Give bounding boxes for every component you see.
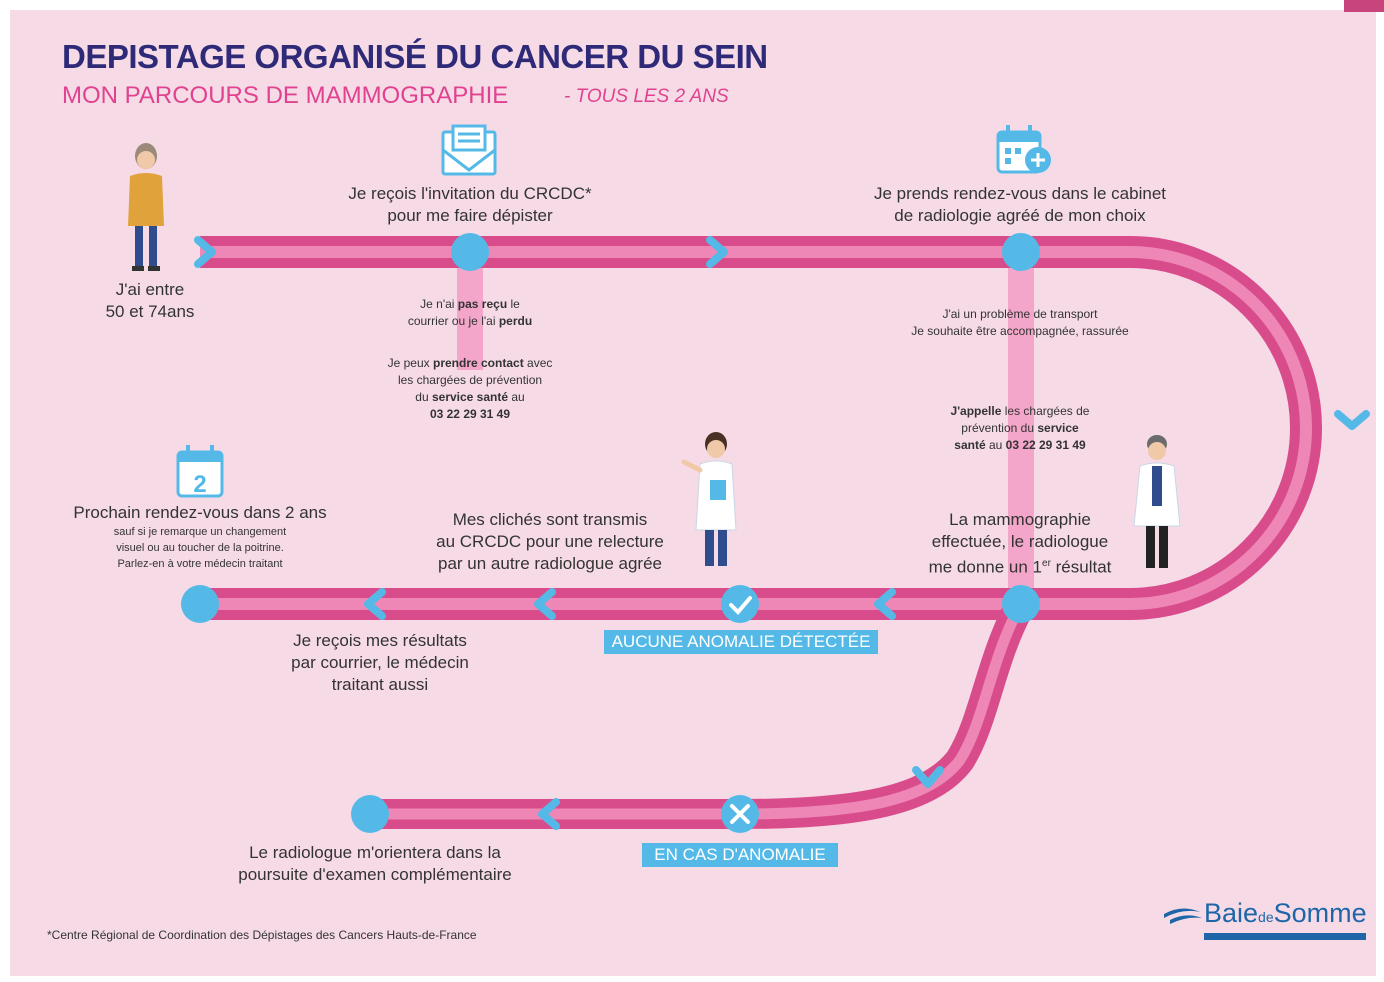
close-icon bbox=[730, 804, 750, 824]
note-transport: J'ai un problème de transport Je souhait… bbox=[911, 307, 1129, 338]
chevron-right-icon bbox=[706, 236, 728, 268]
check-icon bbox=[729, 596, 752, 615]
calendar-plus-icon bbox=[996, 125, 1051, 174]
step-age: J'ai entre 50 et 74ans bbox=[105, 280, 195, 321]
branch-line-invitation bbox=[457, 252, 483, 370]
page-title: DEPISTAGE ORGANISÉ DU CANCER DU SEIN bbox=[62, 38, 768, 75]
badge-anomaly: EN CAS D'ANOMALIE bbox=[642, 843, 838, 867]
note-contact: Je peux prendre contact avec les chargée… bbox=[387, 356, 553, 421]
calendar-icon: 2 bbox=[176, 445, 224, 498]
doctor-male-illustration bbox=[1133, 435, 1181, 568]
page-subtitle: MON PARCOURS DE MAMMOGRAPHIE bbox=[62, 82, 509, 109]
chevron-left-icon bbox=[364, 588, 386, 620]
brand-logo: BaiedeSomme bbox=[1204, 898, 1367, 928]
doctor-female-illustration bbox=[681, 432, 737, 566]
woman-illustration bbox=[128, 143, 164, 271]
badge-no-anomaly: AUCUNE ANOMALIE DÉTECTÉE bbox=[604, 630, 878, 654]
note-call: J'appelle les chargées de prévention du … bbox=[950, 404, 1090, 452]
frequency-label: - TOUS LES 2 ANS bbox=[564, 86, 729, 107]
step-orientation: Le radiologue m'orientera dans la poursu… bbox=[238, 843, 512, 884]
node-mammography bbox=[1002, 585, 1040, 623]
footnote: *Centre Régional de Coordination des Dép… bbox=[47, 928, 477, 942]
calendar-number: 2 bbox=[193, 471, 206, 498]
node-check bbox=[721, 585, 759, 623]
note-lost-letter: Je n'ai pas reçu le courrier ou je l'ai … bbox=[407, 297, 533, 328]
chevron-down-icon bbox=[1334, 410, 1370, 430]
chevron-down-icon bbox=[912, 766, 944, 788]
step-next-appointment: Prochain rendez-vous dans 2 ans sauf si … bbox=[73, 503, 327, 570]
chevron-left-icon bbox=[874, 588, 896, 620]
brand-logo-icon bbox=[1164, 908, 1202, 924]
chevron-left-icon bbox=[538, 798, 560, 830]
node-appointment bbox=[1002, 233, 1040, 271]
chevron-left-icon bbox=[534, 588, 556, 620]
step-results: Je reçois mes résultats par courrier, le… bbox=[291, 631, 469, 694]
corner-accent bbox=[1344, 0, 1384, 12]
node-invitation bbox=[451, 233, 489, 271]
chevron-right-icon bbox=[194, 236, 216, 268]
path-curve-right bbox=[1129, 236, 1322, 620]
step-relecture: Mes clichés sont transmis au CRCDC pour … bbox=[436, 510, 664, 573]
step-appointment: Je prends rendez-vous dans le cabinet de… bbox=[873, 184, 1166, 225]
node-orientation bbox=[351, 795, 389, 833]
node-next bbox=[181, 585, 219, 623]
brand-bar bbox=[1204, 933, 1366, 940]
branch-line-appointment bbox=[1008, 252, 1034, 604]
step-invitation: Je reçois l'invitation du CRCDC* pour me… bbox=[348, 184, 592, 225]
envelope-icon bbox=[441, 124, 497, 176]
step-mammography: La mammographie effectuée, le radiologue… bbox=[928, 510, 1112, 577]
